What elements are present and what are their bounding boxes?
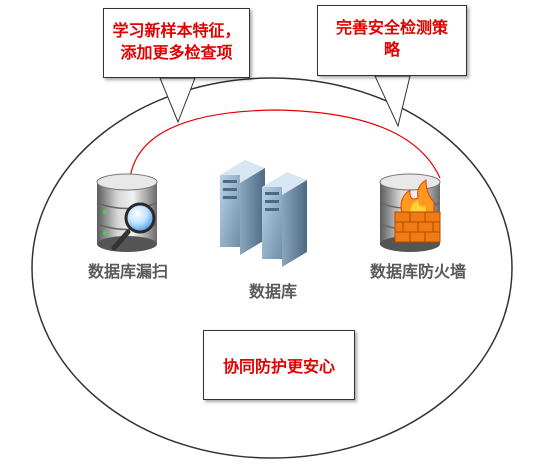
left-callout-line1: 学习新样本特征，	[112, 23, 241, 40]
right-callout: 完善安全检测策 略	[317, 5, 467, 76]
center-message-box: 协同防护更安心	[203, 330, 355, 400]
right-callout-line1: 完善安全检测策	[335, 20, 448, 37]
center-message-text: 协同防护更安心	[222, 359, 335, 376]
left-callout-line2: 添加更多检查项	[120, 45, 233, 62]
left-callout-pointer	[159, 77, 196, 124]
firewall-label: 数据库防火墙	[369, 264, 466, 281]
connection-arc	[129, 109, 441, 179]
right-callout-line2: 略	[383, 42, 400, 59]
scanner-label: 数据库漏扫	[87, 264, 168, 281]
boundary-ellipse	[31, 77, 513, 459]
right-callout-pointer	[374, 75, 411, 128]
server-label: 数据库	[248, 284, 297, 301]
server-tower-icon	[220, 160, 307, 267]
left-callout: 学习新样本特征， 添加更多检查项	[103, 8, 250, 78]
database-firewall-icon	[379, 173, 441, 252]
database-scanner-icon	[96, 173, 158, 252]
